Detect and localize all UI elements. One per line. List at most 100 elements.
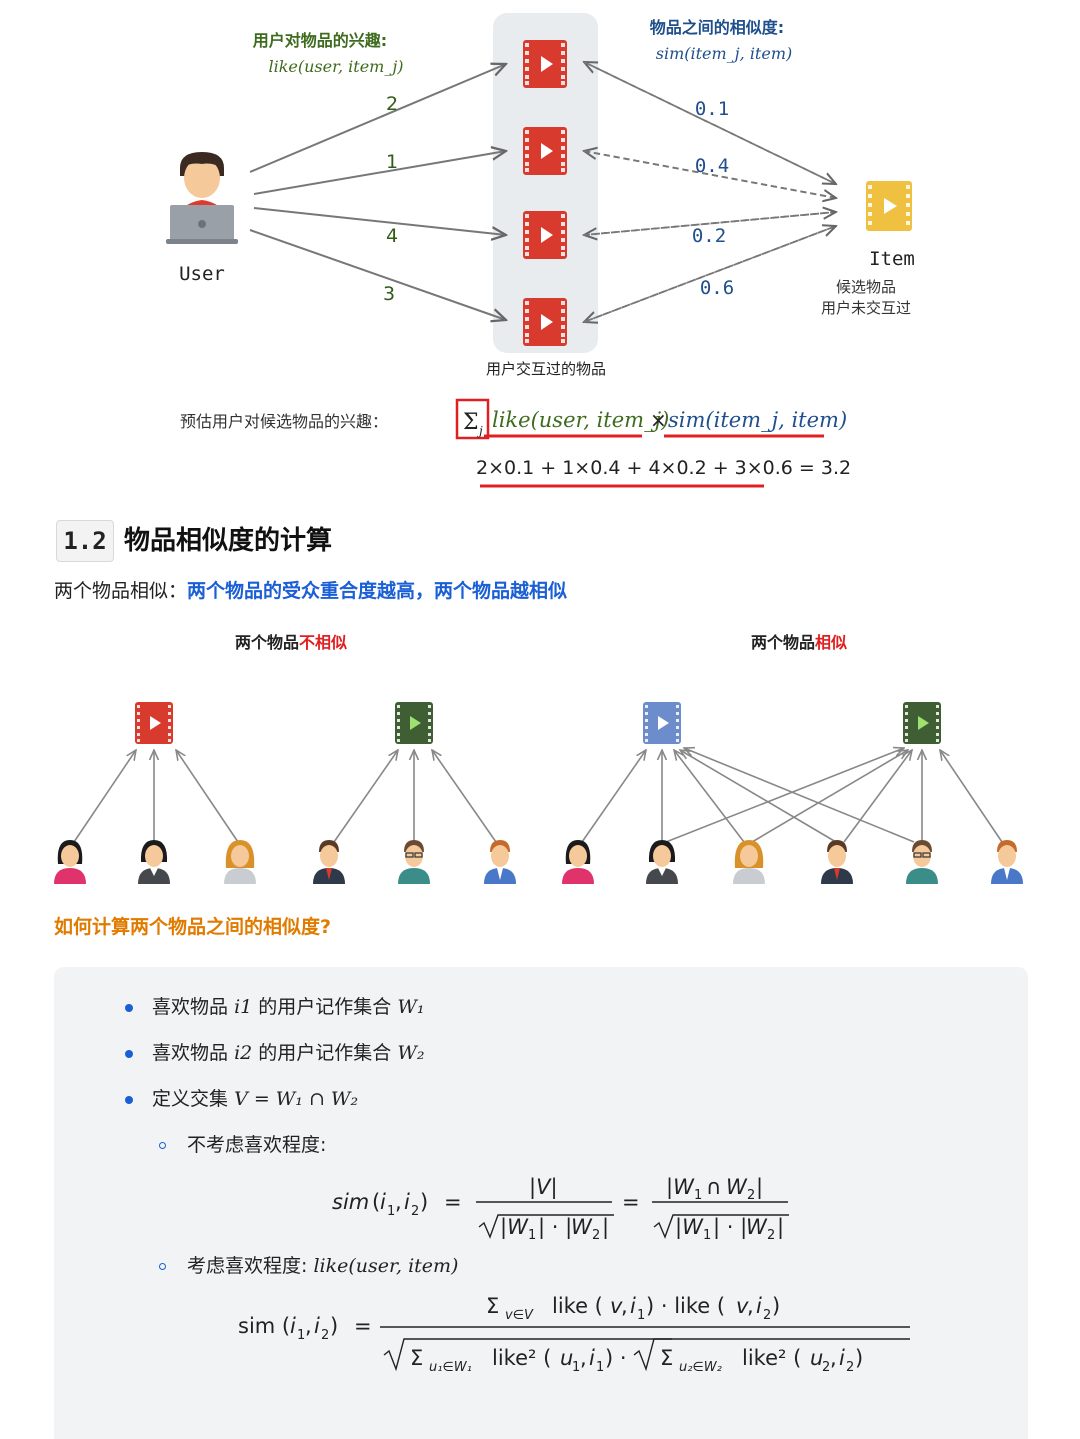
- bullet-2-item: i2: [234, 1042, 253, 1064]
- svg-text:| · |: | · |: [538, 1215, 572, 1240]
- estimate-label: 预估用户对候选物品的兴趣：: [180, 412, 388, 431]
- bullet-3-text: 定义交集: [152, 1088, 229, 1110]
- item-desc-candidate: 候选物品: [836, 278, 896, 296]
- sum-symbol: Σ: [463, 410, 479, 435]
- svg-text:i: i: [756, 1294, 762, 1318]
- svg-text:u: u: [560, 1346, 573, 1370]
- svg-text:=: =: [354, 1314, 372, 1338]
- svg-text:2: 2: [411, 1204, 419, 1219]
- svg-text:i: i: [839, 1346, 845, 1370]
- bullet-1-set: W₁: [397, 996, 425, 1018]
- user-avatar-icon-8: [646, 840, 678, 884]
- edge-r5: [684, 748, 915, 843]
- sim-arrow-1a: [584, 62, 837, 185]
- left-title-prefix: 两个物品: [235, 633, 299, 652]
- edge-r1: [581, 750, 646, 843]
- svg-text:1: 1: [596, 1360, 604, 1375]
- edge-r3: [674, 750, 745, 843]
- edge-l6: [432, 750, 497, 843]
- svg-text:1: 1: [387, 1204, 395, 1219]
- svg-text:i: i: [589, 1346, 595, 1370]
- svg-text:Σ: Σ: [660, 1346, 673, 1370]
- similarity-title: 物品之间的相似度:: [650, 18, 784, 37]
- intro-highlight: 两个物品的受众重合度越高，两个物品越相似: [187, 580, 568, 602]
- sim-value-4: 0.6: [700, 277, 734, 299]
- bullet-1: 喜欢物品 i1 的用户记作集合 W₁: [152, 992, 425, 1022]
- bullet-3: 定义交集 V = W₁ ∩ W₂: [152, 1084, 358, 1114]
- sim-value-3: 0.2: [692, 225, 726, 247]
- svg-text:): ): [855, 1346, 863, 1370]
- svg-text:u: u: [810, 1346, 823, 1370]
- like-arrow-4: [249, 229, 506, 320]
- edge-r4: [680, 750, 837, 843]
- estimate-like: like(user, item_j): [492, 408, 669, 432]
- svg-text:2: 2: [592, 1228, 600, 1243]
- svg-text:W: W: [726, 1175, 748, 1199]
- film-icon-4: [523, 298, 567, 346]
- like-value-2: 1: [386, 151, 398, 173]
- svg-text:like (: like (: [552, 1294, 603, 1318]
- svg-text:∩: ∩: [706, 1175, 721, 1199]
- svg-text:): ): [330, 1314, 338, 1338]
- svg-text:i: i: [314, 1314, 320, 1338]
- interacted-items-column: [493, 13, 598, 353]
- item-green-icon-2: [903, 702, 941, 744]
- svg-text:2: 2: [822, 1360, 830, 1375]
- sim-value-2: 0.4: [695, 155, 729, 177]
- formula-panel: 喜欢物品 i1 的用户记作集合 W₁ 喜欢物品 i2 的用户记作集合 W₂ 定义…: [54, 967, 1028, 1439]
- svg-text:i: i: [380, 1190, 386, 1214]
- interest-title: 用户对物品的兴趣:: [253, 31, 387, 50]
- user-label: User: [179, 263, 225, 285]
- edge-r8: [843, 750, 912, 843]
- svg-text:=: =: [444, 1190, 462, 1214]
- svg-text:1: 1: [297, 1328, 305, 1343]
- bullet-3-formula: V = W₁ ∩ W₂: [234, 1088, 359, 1110]
- svg-text:) · like (: ) · like (: [646, 1294, 725, 1318]
- user-avatar-icon: [166, 152, 238, 244]
- svg-text:u₁∈W₁: u₁∈W₁: [429, 1360, 472, 1375]
- svg-text:v∈V: v∈V: [505, 1308, 534, 1323]
- question-heading: 如何计算两个物品之间的相似度?: [54, 916, 332, 938]
- itemcf-diagram: User Item 候选物品 用户未交互过 2 1 4 3 0.1 0.4: [166, 13, 915, 488]
- user-avatar-icon-5: [397, 839, 431, 885]
- svg-text:,: ,: [305, 1314, 312, 1338]
- svg-text:,: ,: [830, 1346, 837, 1370]
- svg-text:,: ,: [747, 1294, 754, 1318]
- user-avatar-icon-1: [54, 840, 86, 884]
- similarity-formula: sim(item_j, item): [656, 44, 793, 63]
- item-blue-icon: [643, 702, 681, 744]
- svg-text:| · |: | · |: [713, 1215, 747, 1240]
- bullet-1-mid: 的用户记作集合: [258, 996, 392, 1018]
- sub-bullet-ring-1: [159, 1142, 166, 1149]
- sim-arrow-4b: [583, 226, 836, 323]
- svg-text:sim (: sim (: [238, 1314, 290, 1338]
- edge-r7: [751, 750, 908, 843]
- estimate-times: ×: [650, 408, 667, 432]
- svg-text:i: i: [404, 1190, 410, 1214]
- svg-text:|: |: [602, 1215, 609, 1240]
- estimate-sim: sim(item_j, item): [668, 408, 847, 432]
- sum-index: j: [476, 424, 483, 438]
- svg-text:2: 2: [747, 1188, 755, 1203]
- bullet-1-text: 喜欢物品: [152, 996, 229, 1018]
- item-red-icon: [135, 702, 173, 744]
- like-value-3: 4: [386, 225, 398, 247]
- item-green-icon: [395, 702, 433, 744]
- svg-text:|: |: [777, 1215, 784, 1240]
- interest-formula: like(user, item_j): [268, 57, 403, 76]
- sim-arrow-1b: [583, 61, 836, 184]
- svg-text:2: 2: [846, 1360, 854, 1375]
- svg-text:sim: sim: [332, 1190, 369, 1214]
- like-arrow-3: [253, 207, 506, 235]
- sub-2-formula: like(user, item): [313, 1255, 459, 1277]
- svg-text:|W: |W: [675, 1215, 704, 1240]
- intro-prefix: 两个物品相似：: [54, 580, 188, 602]
- bullet-dot-2: [125, 1050, 133, 1058]
- bullet-2-text: 喜欢物品: [152, 1042, 229, 1064]
- film-icon-3: [523, 211, 567, 259]
- sim-value-1: 0.1: [695, 98, 729, 120]
- bullet-2: 喜欢物品 i2 的用户记作集合 W₂: [152, 1038, 425, 1068]
- svg-text:2: 2: [767, 1228, 775, 1243]
- svg-text:,: ,: [395, 1190, 402, 1214]
